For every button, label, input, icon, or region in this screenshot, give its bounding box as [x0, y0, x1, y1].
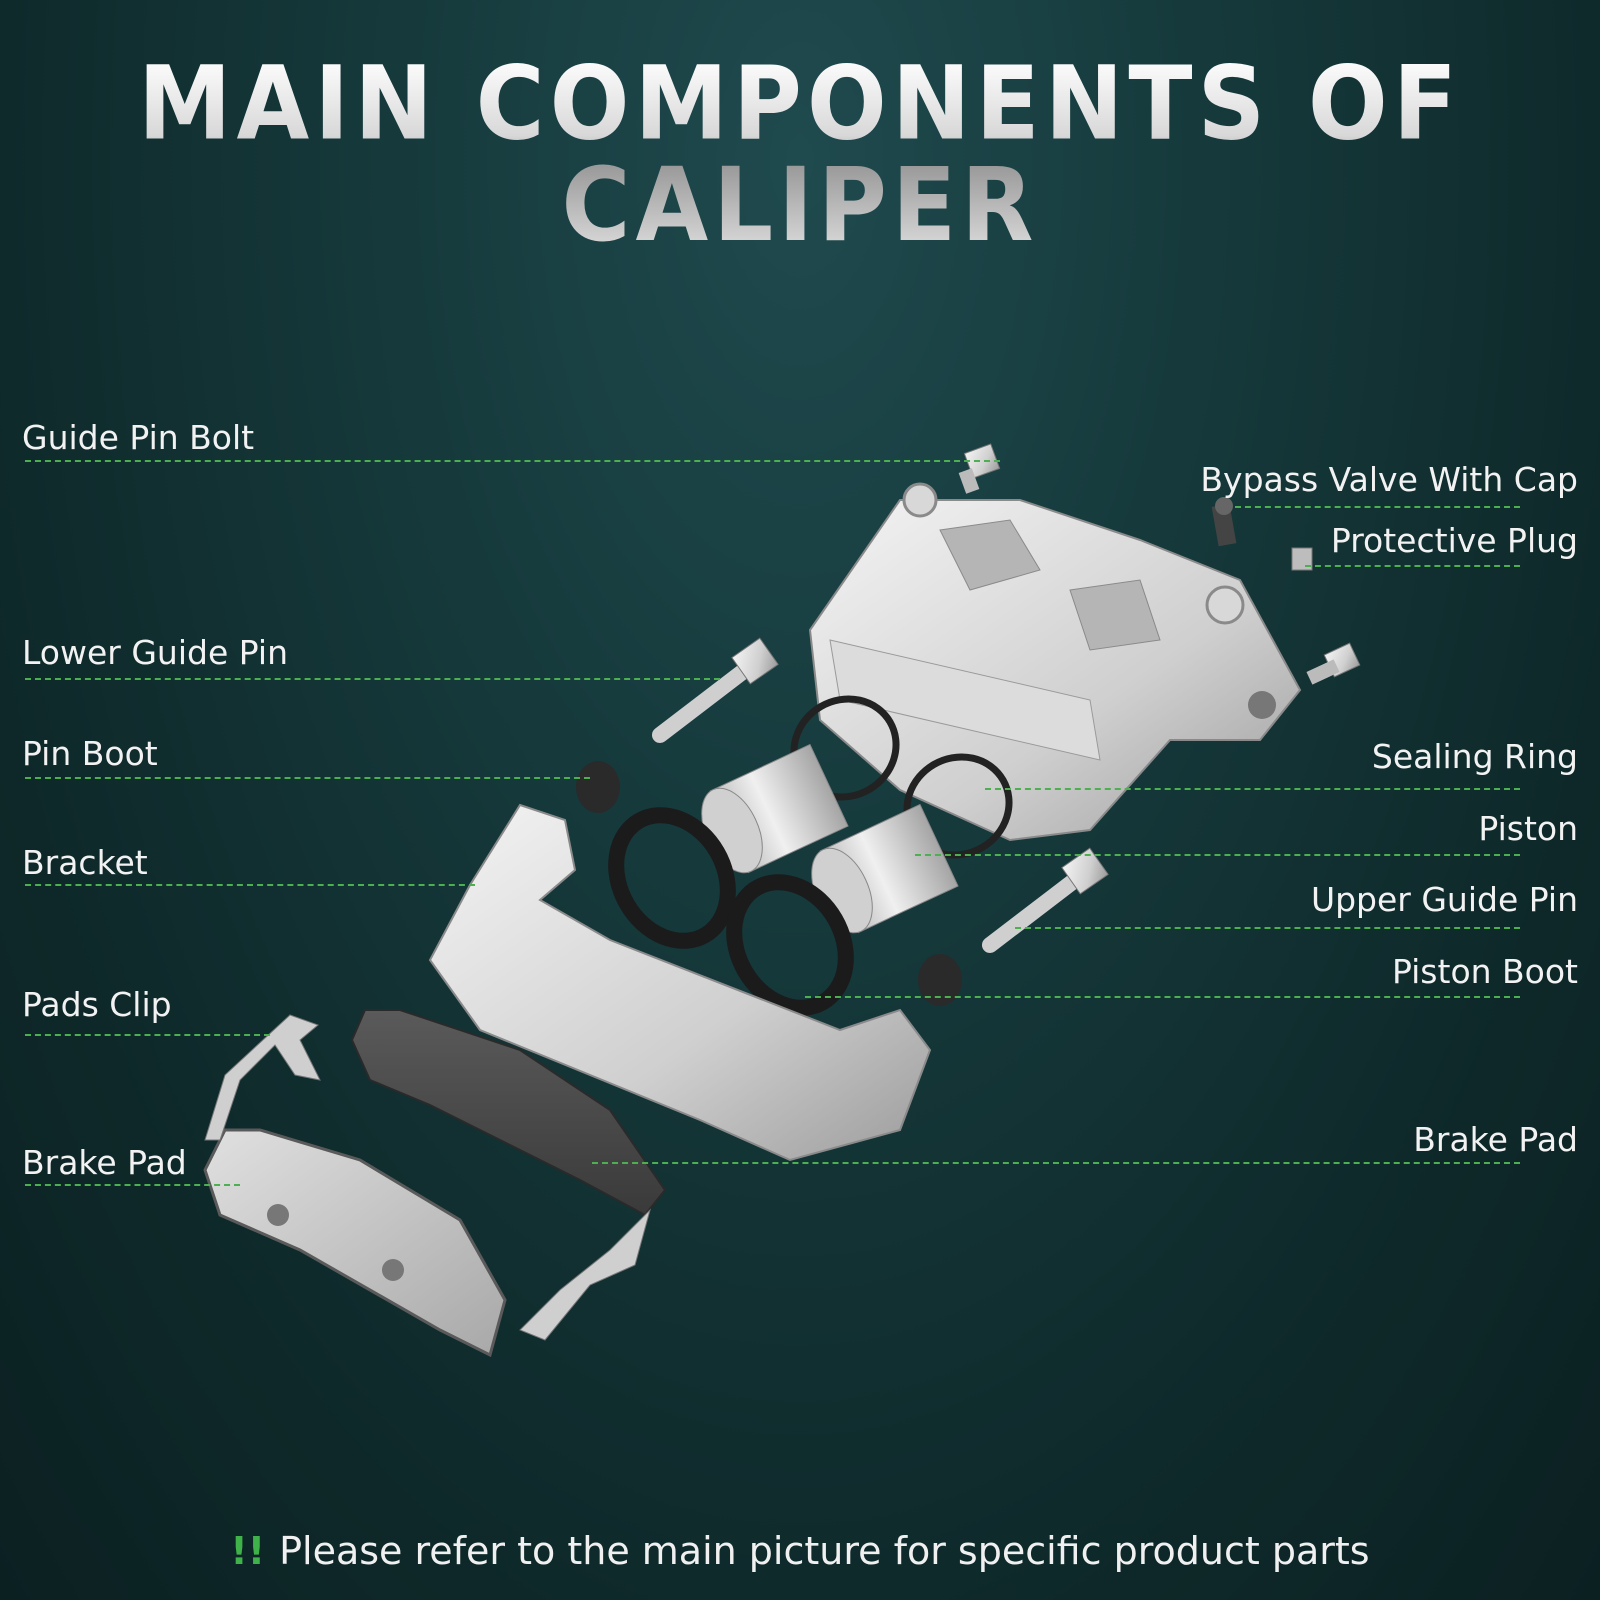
leader-sealing-ring: [985, 788, 1520, 790]
leader-upper-guide-pin: [1015, 927, 1520, 929]
footer-text: Please refer to the main picture for spe…: [279, 1529, 1369, 1573]
pin-boot-2-part: [918, 954, 962, 1006]
guide-pin-bolt-part: [959, 444, 1000, 494]
leader-protective-plug: [1305, 565, 1520, 567]
upper-guide-pin-part: [990, 848, 1108, 945]
label-brake-pad-right: Brake Pad: [1413, 1123, 1578, 1156]
leader-brake-pad-right: [592, 1162, 1520, 1164]
leader-piston: [915, 854, 1520, 856]
brake-pad-inner-part: [205, 1130, 505, 1355]
footer-note: !! Please refer to the main picture for s…: [0, 1532, 1600, 1570]
label-bracket: Bracket: [22, 846, 148, 879]
label-pin-boot: Pin Boot: [22, 737, 158, 770]
leader-piston-boot: [805, 996, 1520, 998]
label-piston: Piston: [1478, 812, 1578, 845]
label-upper-guide-pin: Upper Guide Pin: [1311, 883, 1578, 916]
label-bypass-valve-with-cap: Bypass Valve With Cap: [1200, 463, 1578, 496]
leader-lower-guide-pin: [25, 678, 720, 680]
warning-icon: !!: [230, 1529, 265, 1573]
leader-bypass-valve-with-cap: [1235, 506, 1520, 508]
label-guide-pin-bolt: Guide Pin Bolt: [22, 421, 254, 454]
label-sealing-ring: Sealing Ring: [1372, 740, 1578, 773]
pin-boot-1-part: [576, 761, 620, 813]
leader-pads-clip: [25, 1034, 270, 1036]
leader-pin-boot: [25, 777, 590, 779]
leader-brake-pad-left: [25, 1184, 240, 1186]
leader-guide-pin-bolt: [25, 460, 1000, 462]
label-pads-clip: Pads Clip: [22, 988, 172, 1021]
pads-clip-lower-part: [520, 1210, 650, 1340]
label-piston-boot: Piston Boot: [1392, 955, 1578, 988]
bypass-valve-part: [1212, 497, 1237, 546]
guide-bolt-right-part: [1306, 643, 1359, 684]
label-protective-plug: Protective Plug: [1331, 524, 1578, 557]
lower-guide-pin-part: [660, 638, 778, 735]
label-lower-guide-pin: Lower Guide Pin: [22, 636, 288, 669]
label-brake-pad-left: Brake Pad: [22, 1146, 187, 1179]
leader-bracket: [25, 884, 475, 886]
